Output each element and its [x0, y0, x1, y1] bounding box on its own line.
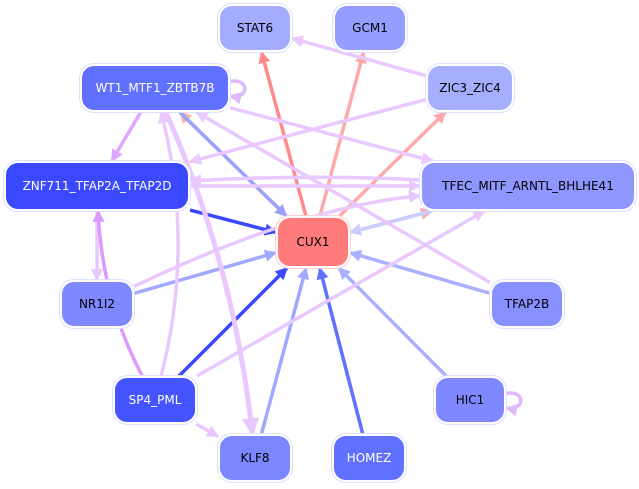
- node-gcm1[interactable]: GCM1: [335, 6, 405, 50]
- edge-sp4-to-tfec: [195, 209, 486, 378]
- node-label: HIC1: [455, 393, 485, 407]
- node-label: GCM1: [352, 21, 388, 35]
- edge-nr1i2-to-cux1: [133, 249, 278, 296]
- node-label: HOMEZ: [346, 451, 392, 465]
- edge-hic1-to-hic1: [503, 391, 523, 417]
- edge-cux1-to-stat6: [258, 50, 308, 217]
- node-hic1[interactable]: HIC1: [436, 378, 504, 422]
- edge-tfec-to-cux1: [348, 209, 433, 236]
- edge-wt1-to-tfec: [229, 106, 435, 165]
- edge-zic3-to-stat6: [290, 35, 427, 78]
- edge-sp4-to-wt1: [157, 110, 180, 377]
- edge-wt1-to-cux1: [178, 110, 288, 218]
- edge-zic3-to-znf711: [188, 97, 427, 165]
- edge-tfap2b-to-wt1: [195, 110, 491, 285]
- node-label: KLF8: [240, 451, 270, 465]
- node-label: STAT6: [236, 21, 274, 35]
- node-label: CUX1: [296, 235, 330, 249]
- node-stat6[interactable]: STAT6: [220, 6, 290, 50]
- edge-tfap2b-to-cux1: [348, 249, 491, 295]
- node-wt1[interactable]: WT1_MTF1_ZBTB7B: [82, 66, 228, 110]
- node-label: TFEC_MITF_ARNTL_BHLHE41: [442, 179, 614, 193]
- node-zic3[interactable]: ZIC3_ZIC4: [428, 66, 512, 110]
- edge-homez-to-cux1: [316, 266, 365, 435]
- node-cux1[interactable]: CUX1: [278, 218, 348, 266]
- node-klf8[interactable]: KLF8: [220, 436, 290, 480]
- edge-wt1-to-klf8: [163, 110, 260, 436]
- edge-klf8-to-cux1: [259, 266, 310, 435]
- node-label: WT1_MTF1_ZBTB7B: [95, 81, 215, 95]
- node-label: NR1I2: [78, 297, 116, 311]
- node-znf711[interactable]: ZNF711_TFAP2A_TFAP2D: [6, 163, 188, 209]
- edge-wt1-to-wt1: [227, 79, 247, 105]
- node-homez[interactable]: HOMEZ: [334, 436, 404, 480]
- edge-cux1-to-zic3: [338, 110, 447, 218]
- edge-tfec-to-znf711: [188, 174, 421, 187]
- node-nr1i2[interactable]: NR1I2: [62, 282, 132, 326]
- node-label: ZNF711_TFAP2A_TFAP2D: [22, 179, 172, 193]
- edge-sp4-to-klf8: [195, 422, 220, 439]
- node-sp4[interactable]: SP4_PML: [115, 378, 195, 422]
- node-label: TFAP2B: [504, 297, 550, 311]
- node-tfec[interactable]: TFEC_MITF_ARNTL_BHLHE41: [422, 163, 634, 209]
- node-tfap2b[interactable]: TFAP2B: [492, 282, 562, 326]
- edge-wt1-to-znf711: [110, 111, 143, 163]
- node-label: SP4_PML: [128, 393, 182, 407]
- node-label: ZIC3_ZIC4: [439, 81, 501, 95]
